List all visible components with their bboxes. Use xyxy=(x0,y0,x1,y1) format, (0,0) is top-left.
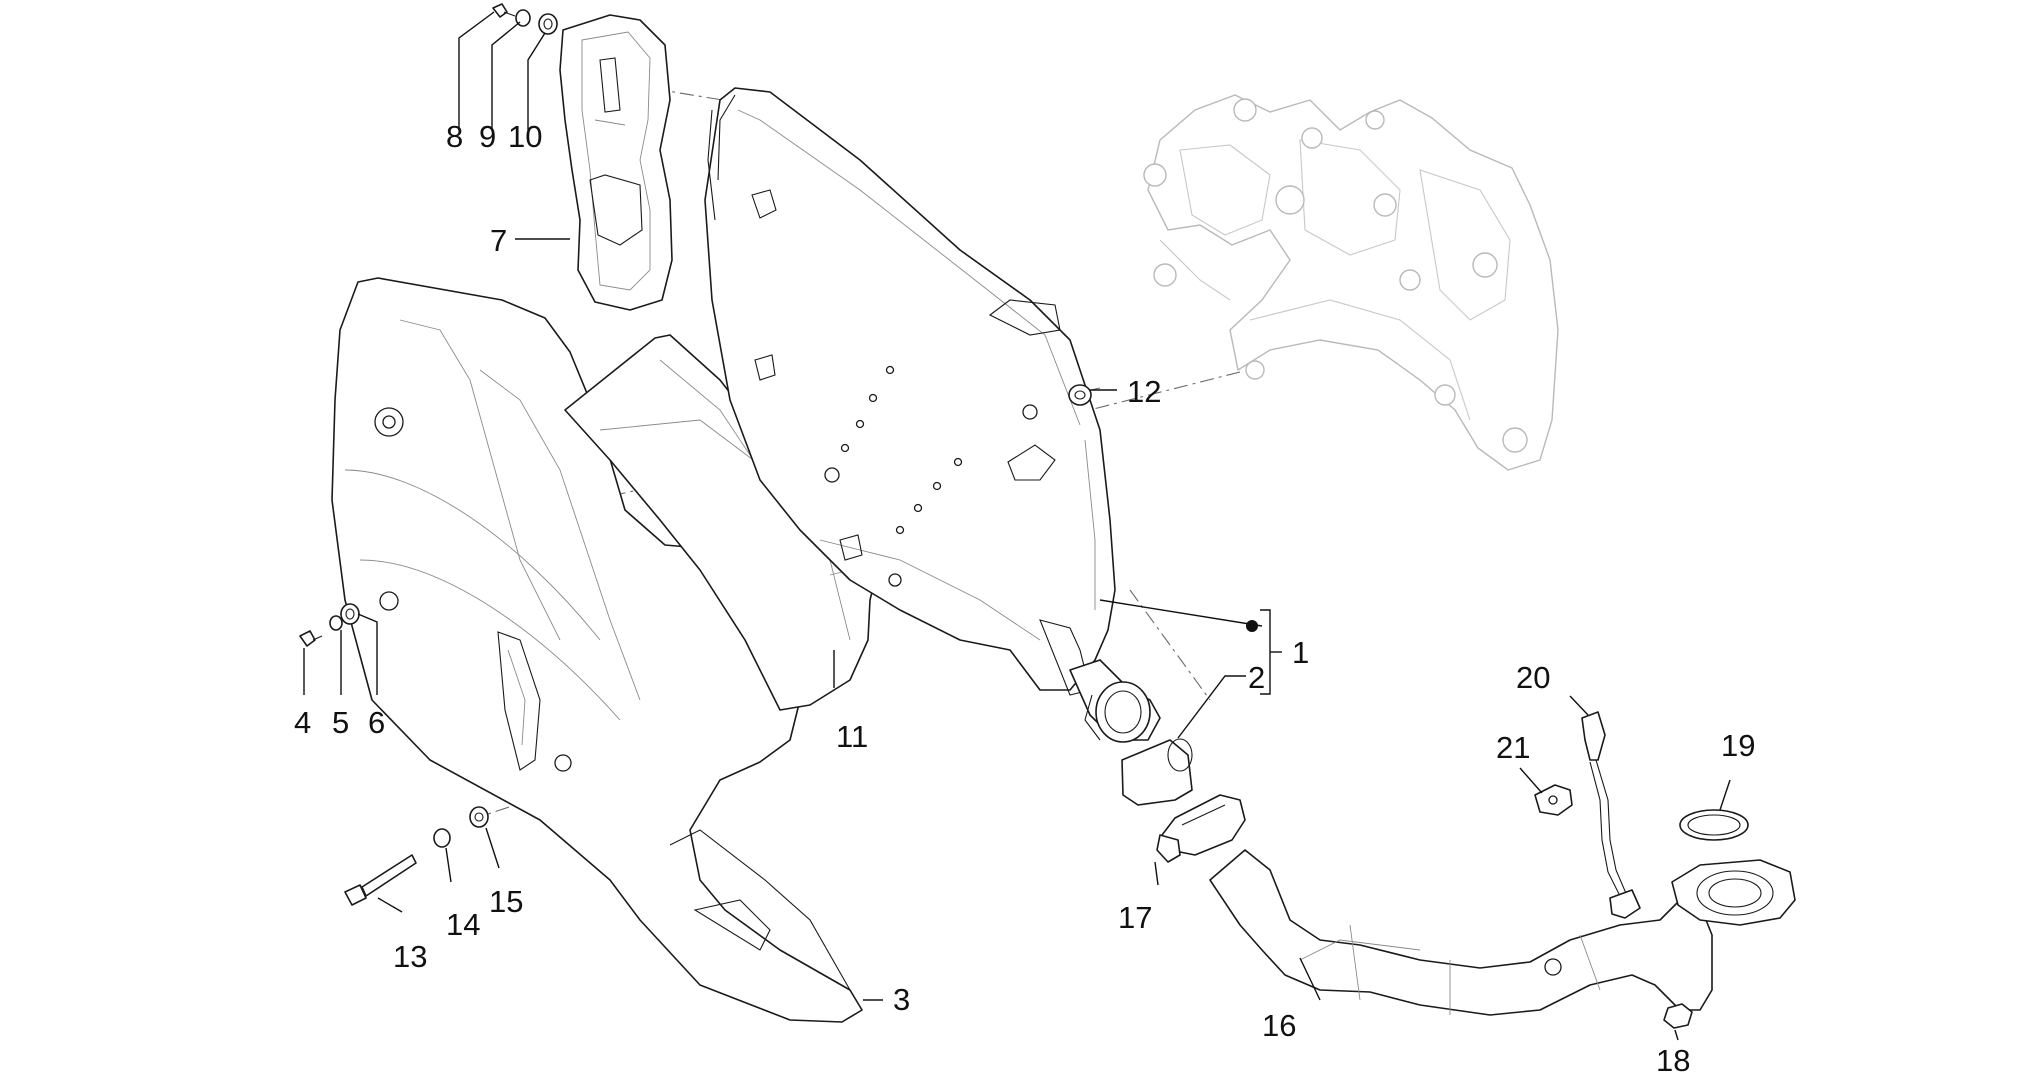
bushing-part-12 xyxy=(1068,384,1092,406)
callout-9: 9 xyxy=(479,119,496,154)
bolt-part-13 xyxy=(344,854,417,906)
screw-part-8 xyxy=(492,3,516,18)
washer-part-14 xyxy=(433,828,451,848)
callout-16: 16 xyxy=(1262,1008,1296,1043)
callout-6: 6 xyxy=(368,705,385,740)
callout-3: 3 xyxy=(893,982,910,1017)
callout-14: 14 xyxy=(446,907,480,942)
clamp-part-17 xyxy=(1156,794,1246,863)
bushing-part-10 xyxy=(538,13,558,35)
outer-heat-shield-part-3 xyxy=(331,277,863,1023)
end-cover-part-7 xyxy=(559,14,673,311)
callout-17: 17 xyxy=(1118,900,1152,935)
assembly-dot xyxy=(1246,620,1258,632)
sealing-ring-part-19 xyxy=(1679,809,1749,841)
callout-20: 20 xyxy=(1516,660,1550,695)
lambda-sensor-part-20 xyxy=(1581,711,1641,919)
screw-part-4 xyxy=(299,630,323,647)
washer-part-5 xyxy=(329,615,343,631)
nut-part-18 xyxy=(1663,1003,1693,1029)
engine-frame-ghost xyxy=(1143,94,1559,471)
callout-12: 12 xyxy=(1127,374,1161,409)
callout-labels: 1 2 3 4 5 6 7 8 9 10 11 12 13 14 15 16 1… xyxy=(294,119,1755,1078)
callout-7: 7 xyxy=(490,223,507,258)
callout-2: 2 xyxy=(1248,660,1265,695)
callout-15: 15 xyxy=(489,884,523,919)
silencer-part-1 xyxy=(704,87,1161,743)
callout-11: 11 xyxy=(836,719,868,754)
washer-part-15 xyxy=(469,806,489,828)
bushing-part-6 xyxy=(340,603,360,625)
callout-10: 10 xyxy=(508,119,542,154)
callout-18: 18 xyxy=(1656,1043,1690,1078)
callout-5: 5 xyxy=(332,705,349,740)
callout-19: 19 xyxy=(1721,728,1755,763)
callout-21: 21 xyxy=(1496,730,1530,765)
inner-heat-shield-part-11 xyxy=(564,334,881,711)
leader-lines xyxy=(303,11,1731,1041)
callout-8: 8 xyxy=(446,119,463,154)
callout-13: 13 xyxy=(393,939,427,974)
callout-1: 1 xyxy=(1292,635,1309,670)
callout-4: 4 xyxy=(294,705,311,740)
manifold-pipe-part-16 xyxy=(1209,849,1796,1016)
clip-part-21 xyxy=(1534,784,1573,816)
gasket-part-2 xyxy=(1121,738,1193,806)
